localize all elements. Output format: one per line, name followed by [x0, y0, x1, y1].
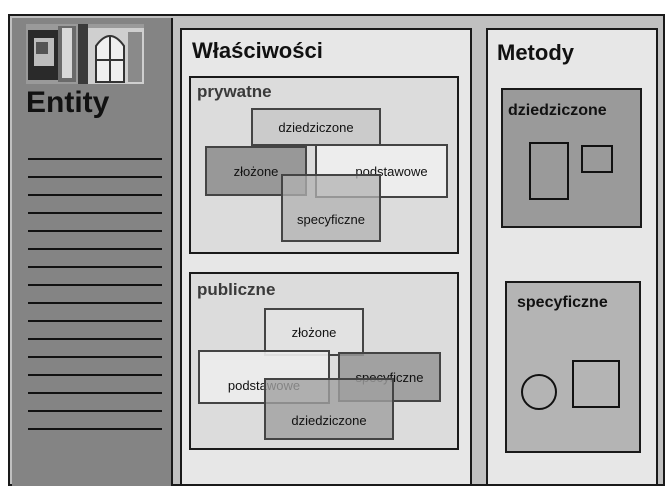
private-inherited-box: dziedziczone — [251, 108, 381, 146]
attribute-line — [28, 266, 162, 268]
entity-title: Entity — [26, 86, 110, 119]
rectangle-shape — [529, 142, 569, 200]
attribute-line — [28, 302, 162, 304]
public-inherited-box: dziedziczone — [264, 378, 394, 440]
private-specific-box: specyficzne — [281, 174, 381, 242]
attribute-line — [28, 230, 162, 232]
attribute-line — [28, 356, 162, 358]
square-shape — [572, 360, 620, 408]
methods-inherited-box — [501, 88, 642, 228]
attribute-line — [28, 428, 162, 430]
entity-logo-image — [26, 24, 144, 84]
public-inherited-label: dziedziczone — [291, 412, 367, 428]
attribute-line — [28, 194, 162, 196]
attribute-line — [28, 320, 162, 322]
attribute-line — [28, 158, 162, 160]
attribute-line — [28, 212, 162, 214]
properties-title: Właściwości — [192, 38, 323, 63]
attribute-line — [28, 392, 162, 394]
public-complex-label: złożone — [291, 324, 337, 340]
methods-title: Metody — [497, 40, 574, 65]
attribute-line — [28, 284, 162, 286]
methods-specific-title: specyficzne — [517, 294, 608, 311]
attribute-line — [28, 176, 162, 178]
methods-inherited-title: dziedziczone — [508, 102, 607, 119]
attribute-line — [28, 410, 162, 412]
public-group-title: publiczne — [197, 280, 276, 299]
private-specific-label: specyficzne — [297, 211, 365, 227]
attribute-line — [28, 374, 162, 376]
circle-shape — [521, 374, 557, 410]
attribute-line — [28, 248, 162, 250]
private-group-title: prywatne — [197, 82, 272, 101]
square-shape — [581, 145, 613, 173]
public-complex-box: złożone — [264, 308, 364, 356]
entity-panel — [12, 18, 173, 486]
attribute-line — [28, 338, 162, 340]
private-inherited-label: dziedziczone — [278, 119, 354, 135]
private-complex-label: złożone — [233, 163, 279, 179]
